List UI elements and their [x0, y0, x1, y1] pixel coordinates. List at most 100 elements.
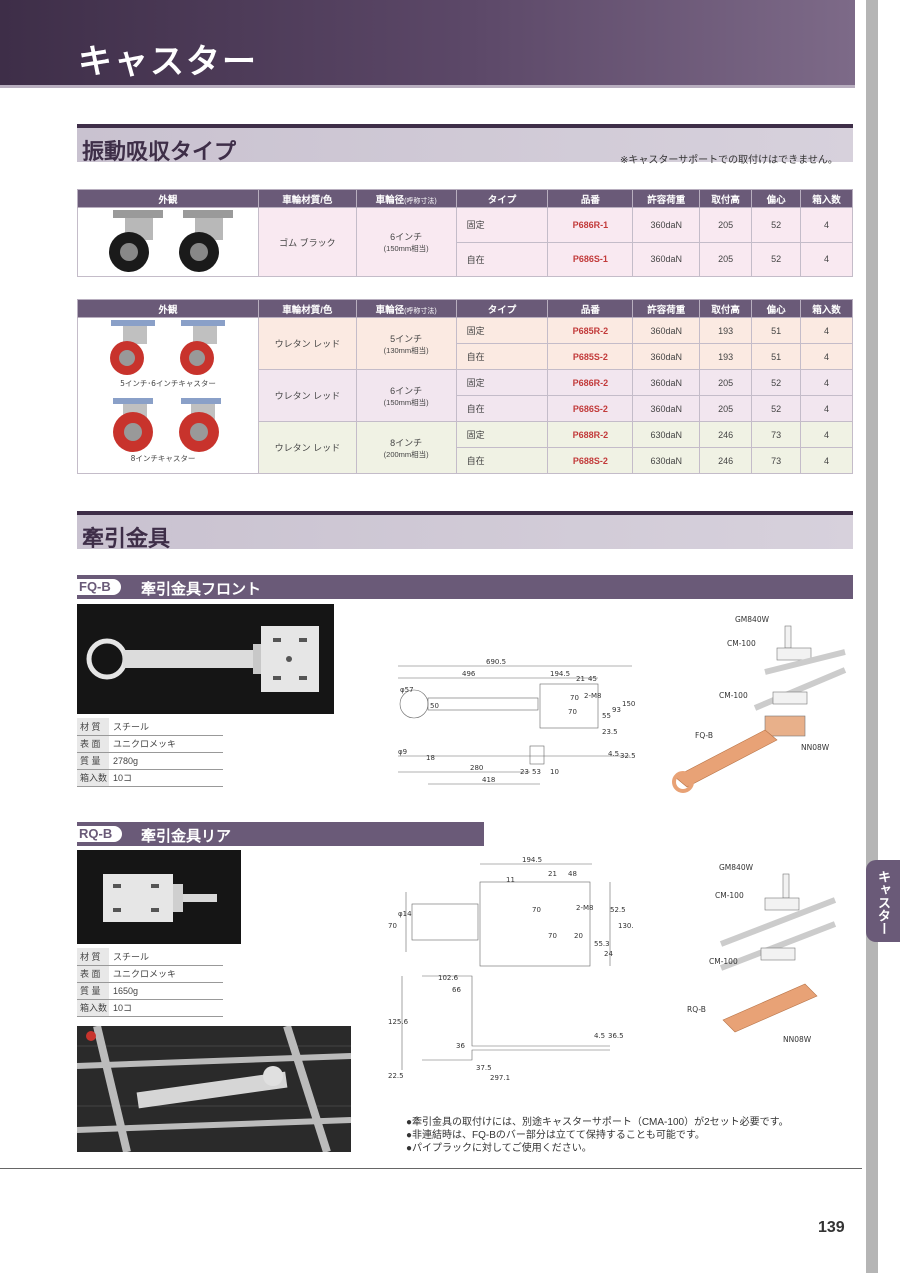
spec-value: スチール: [109, 718, 223, 736]
dim-label: 70: [532, 906, 541, 914]
height-cell: 205: [699, 241, 753, 277]
dim-label: 102.6: [438, 974, 459, 982]
dim-label: 4.5: [608, 750, 619, 758]
part-label: GM840W: [719, 863, 754, 872]
dim-label: 18: [426, 754, 435, 762]
dim-label: φ14: [398, 910, 412, 918]
part-cell: P686R-1: [547, 207, 634, 243]
height-cell: 205: [699, 207, 753, 243]
qty-cell: 4: [800, 343, 853, 370]
part-label: CM-100: [715, 891, 744, 900]
part-label: CM-100: [709, 957, 738, 966]
load-cell: 360daN: [632, 241, 701, 277]
front-photo: [77, 604, 334, 714]
col-offset: 偏心: [751, 189, 802, 208]
dim-label: 194.5: [550, 670, 570, 678]
dim-label: φ57: [400, 686, 414, 694]
load-cell: 630daN: [632, 421, 701, 448]
qty-cell: 4: [800, 207, 853, 243]
part-cell: P685R-2: [547, 317, 634, 344]
caster-table-1: 外観 車輪材質/色 車輪径(呼称寸法) タイプ 品番 許容荷重 取付高 偏心 箱…: [77, 189, 853, 277]
col-part-number: 品番: [547, 189, 634, 208]
caster-image-urethane: 5インチ･6インチキャスター 8インチキャスター: [77, 317, 259, 474]
dim-label: 70: [548, 932, 557, 940]
dim-label: 2-M8: [576, 904, 593, 912]
note-item: ●非連結時は、FQ-Bのバー部分は立てて保持することも可能です。: [406, 1130, 705, 1141]
qty-cell: 4: [800, 395, 853, 422]
dim-label: 70: [570, 694, 579, 702]
note-item: ●牽引金具の取付けには、別途キャスターサポート（CMA-100）が2セット必要で…: [406, 1117, 789, 1128]
footer-divider: [0, 1168, 862, 1169]
header-divider: [0, 85, 855, 88]
load-cell: 360daN: [632, 395, 701, 422]
col-type: タイプ: [455, 189, 549, 208]
side-index-tab[interactable]: [866, 860, 900, 942]
dim-label: 2-M8: [584, 692, 601, 700]
col-height: 取付高: [699, 189, 753, 208]
part-cell: P688S-2: [547, 447, 634, 474]
part-cell: P686S-2: [547, 395, 634, 422]
rear-title: 牽引金具リア: [141, 828, 232, 845]
type-cell: 固定: [455, 369, 549, 396]
dim-label: 4.5: [594, 1032, 605, 1040]
installed-photo: [76, 1024, 352, 1154]
part-label: CM-100: [719, 691, 748, 700]
installed-bracket-photo: [76, 1024, 352, 1154]
dim-label: 45: [588, 675, 597, 683]
rear-dimension-drawing: 194.5 21 48 11 70 2-M8 φ14 70 70 20 52.5…: [388, 856, 634, 1082]
dim-label: 11: [506, 876, 515, 884]
front-bracket-photo: [77, 604, 334, 714]
offset-cell: 52: [751, 369, 802, 396]
dim-label: 496: [462, 670, 476, 678]
dim-label: 37.5: [476, 1064, 492, 1072]
section-header-vibration: [77, 124, 853, 162]
col-qty: 箱入数: [800, 189, 853, 208]
caster-image-rubber: [77, 207, 259, 277]
spec-value: 2780g: [109, 752, 223, 770]
spec-key: 箱入数: [77, 999, 109, 1017]
offset-cell: 51: [751, 317, 802, 344]
caster-caption-5-6: 5インチ･6インチキャスター: [120, 379, 216, 388]
front-code-badge: FQ-B: [77, 579, 121, 595]
type-cell: 自在: [455, 241, 549, 277]
rear-bracket-photo: [77, 850, 241, 944]
section-title-vibration: 振動吸収タイプ: [82, 139, 237, 164]
material-cell: ウレタン レッド: [257, 317, 357, 370]
dim-label: 66: [452, 986, 461, 994]
side-bar: [866, 0, 878, 1273]
col-wheel-size: 車輪径(呼称寸法): [355, 299, 457, 318]
part-label: RQ-B: [687, 1005, 706, 1014]
height-cell: 193: [699, 343, 753, 370]
dim-label: 418: [482, 776, 495, 784]
qty-cell: 4: [800, 447, 853, 474]
dim-label: 32.5: [620, 752, 636, 760]
spec-key: 表 面: [77, 965, 109, 983]
dim-label: 70: [568, 708, 577, 716]
front-title: 牽引金具フロント: [141, 581, 262, 598]
page-title: キャスター: [78, 43, 258, 81]
spec-key: 質 量: [77, 982, 109, 1000]
type-cell: 固定: [455, 421, 549, 448]
caster-table-2: 外観 車輪材質/色 車輪径(呼称寸法) タイプ 品番 許容荷重 取付高 偏心 箱…: [77, 299, 853, 474]
dim-label: 48: [568, 870, 577, 878]
part-label: GM840W: [735, 615, 770, 624]
load-cell: 360daN: [632, 343, 701, 370]
part-cell: P686R-2: [547, 369, 634, 396]
material-cell: ゴム ブラック: [257, 207, 357, 277]
dim-label: 22.5: [388, 1072, 404, 1080]
front-dimension-drawing: 690.5 496 194.5 21 45 φ57 50 70 2-M8 70 …: [398, 658, 636, 785]
part-label: CM-100: [727, 639, 756, 648]
spec-value: 1650g: [109, 982, 223, 1000]
page-number: 139: [818, 1219, 845, 1236]
rear-photo: [77, 850, 241, 944]
dim-label: 55.3: [594, 940, 610, 948]
size-cell: 8インチ(200mm相当): [355, 421, 457, 474]
offset-cell: 73: [751, 421, 802, 448]
col-material: 車輪材質/色: [257, 299, 357, 318]
qty-cell: 4: [800, 421, 853, 448]
col-material: 車輪材質/色: [257, 189, 357, 208]
col-part-number: 品番: [547, 299, 634, 318]
spec-key: 材 質: [77, 948, 109, 966]
qty-cell: 4: [800, 317, 853, 344]
